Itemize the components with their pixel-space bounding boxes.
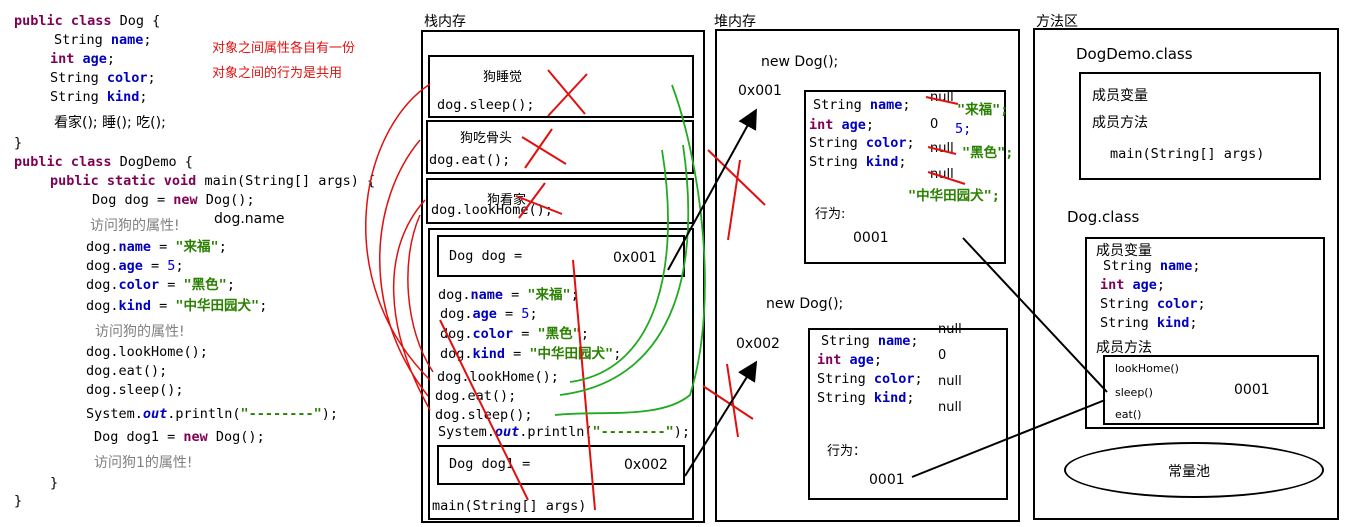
main-method-header: public static void main(String[] args) {	[50, 173, 376, 189]
obj1-name-field: String name;	[813, 97, 911, 113]
dog1-variable-label: Dog dog1 =	[449, 456, 531, 472]
main-close-brace: }	[50, 475, 59, 491]
obj1-age-field: int age;	[809, 117, 875, 133]
class-close-brace: }	[14, 135, 23, 151]
new-dog-statement: Dog dog = new Dog();	[92, 192, 255, 208]
dog-class-header: public class Dog {	[14, 13, 161, 29]
dogdemo-methods-label: 成员方法	[1092, 115, 1148, 131]
heap-address-1: 0x001	[738, 83, 782, 99]
note-behavior-shared: 对象之间的行为是共用	[212, 66, 343, 81]
obj1-value-name: "来福";	[957, 102, 1009, 118]
obj1-null-color: null	[930, 141, 954, 156]
obj1-behavior-label: 行为:	[815, 207, 846, 222]
sleep-frame-label: 狗睡觉	[483, 70, 523, 85]
stack-set-color: dog.color = "黑色";	[440, 326, 589, 342]
obj1-value-color: "黑色";	[962, 145, 1014, 161]
call-sleep: dog.sleep();	[86, 382, 184, 398]
stack-println: System.out.println("--------");	[438, 424, 690, 440]
note-attributes-separate: 对象之间属性各自有一份	[212, 41, 356, 56]
dogdemo-class-box	[1079, 72, 1321, 180]
new-dog1-statement: Dog dog1 = new Dog();	[94, 429, 265, 445]
obj1-method-ref: 0001	[853, 230, 889, 246]
stack-call-lookhome: dog.lookHome();	[437, 369, 559, 385]
dogdemo-main-method: main(String[] args)	[1110, 146, 1265, 162]
method-sleep: sleep()	[1115, 386, 1153, 399]
obj1-color-field: String color;	[809, 135, 915, 151]
field-age-decl: int age;	[50, 51, 116, 67]
heap-address-2: 0x002	[736, 336, 780, 352]
dog-variable-address: 0x001	[613, 250, 657, 266]
obj1-kind-field: String kind;	[809, 154, 907, 170]
dogdemo-members-label: 成员变量	[1092, 88, 1148, 104]
method-area-title: 方法区	[1036, 14, 1078, 30]
obj2-name-field: String name;	[821, 333, 919, 349]
dogclass-name-field: String name;	[1103, 258, 1201, 274]
dogclass-color-field: String color;	[1100, 296, 1206, 312]
set-kind-statement: dog.kind = "中华田园犬";	[86, 298, 268, 314]
stack-set-age: dog.age = 5;	[440, 306, 538, 322]
dogdemo-class-title: DogDemo.class	[1076, 45, 1193, 63]
dogclass-age-field: int age;	[1100, 277, 1166, 293]
stack-set-kind: dog.kind = "中华田园犬";	[440, 346, 622, 362]
dog-object-1	[804, 90, 1006, 264]
access-note-3: 访问狗1的属性!	[94, 455, 193, 471]
set-age-statement: dog.age = 5;	[86, 258, 184, 274]
obj2-method-ref: 0001	[869, 472, 905, 488]
stack-call-eat: dog.eat();	[435, 388, 517, 404]
sleep-frame-call: dog.sleep();	[437, 97, 535, 113]
heap-new-dog-2: new Dog();	[766, 296, 844, 312]
field-color-decl: String color;	[50, 70, 156, 86]
obj2-behavior-label: 行为：	[827, 444, 867, 459]
field-name-decl: String name;	[54, 32, 152, 48]
heap-title: 堆内存	[714, 14, 756, 30]
println-statement: System.out.println("--------");	[86, 406, 338, 422]
obj2-value-age: 0	[938, 348, 947, 363]
call-eat: dog.eat();	[86, 363, 168, 379]
set-name-statement: dog.name = "来福";	[86, 239, 227, 255]
call-lookhome: dog.lookHome();	[86, 344, 208, 360]
obj2-value-name: null	[938, 322, 962, 337]
stack-title: 栈内存	[424, 14, 466, 30]
dog-methods-label: 成员方法	[1096, 340, 1152, 356]
dog-variable-label: Dog dog =	[449, 248, 523, 264]
method-eat: eat()	[1115, 408, 1142, 421]
obj2-value-color: null	[938, 374, 962, 389]
obj2-kind-field: String kind;	[817, 390, 915, 406]
eat-frame-label: 狗吃骨头	[460, 131, 513, 146]
obj1-zero-age: 0	[930, 117, 939, 132]
obj2-value-kind: null	[938, 400, 962, 415]
lookhome-frame-call: dog.lookHome();	[431, 202, 553, 218]
dog1-variable-address: 0x002	[624, 457, 668, 473]
stack-set-name: dog.name = "来福";	[438, 287, 579, 303]
set-color-statement: dog.color = "黑色";	[86, 277, 235, 293]
eat-frame-call: dog.eat();	[429, 152, 511, 168]
obj1-value-kind: "中华田园犬";	[908, 188, 1000, 204]
methods-address: 0001	[1234, 382, 1270, 398]
obj1-null-name: null	[930, 90, 954, 105]
obj2-color-field: String color;	[817, 371, 923, 387]
methods-note: 看家(); 睡(); 吃();	[54, 115, 166, 131]
access-note-2: 访问狗的属性!	[95, 324, 185, 340]
dogclass-kind-field: String kind;	[1100, 315, 1198, 331]
method-lookhome: lookHome()	[1115, 362, 1179, 375]
dog1-variable-slot	[437, 445, 685, 485]
dog-members-label: 成员变量	[1096, 243, 1152, 259]
obj2-age-field: int age;	[817, 352, 883, 368]
obj1-null-kind: null	[930, 167, 954, 182]
heap-new-dog-1: new Dog();	[761, 54, 839, 70]
access-note-1: 访问狗的属性!	[90, 218, 180, 234]
demo-class-header: public class DogDemo {	[14, 154, 193, 170]
demo-close-brace: }	[14, 493, 23, 509]
obj1-value-age: 5;	[955, 121, 972, 137]
dog-name-note: dog.name	[214, 211, 285, 227]
constant-pool-label: 常量池	[1168, 464, 1210, 480]
dog-class-title: Dog.class	[1067, 208, 1140, 226]
field-kind-decl: String kind;	[50, 89, 148, 105]
main-frame-label: main(String[] args)	[432, 498, 587, 514]
